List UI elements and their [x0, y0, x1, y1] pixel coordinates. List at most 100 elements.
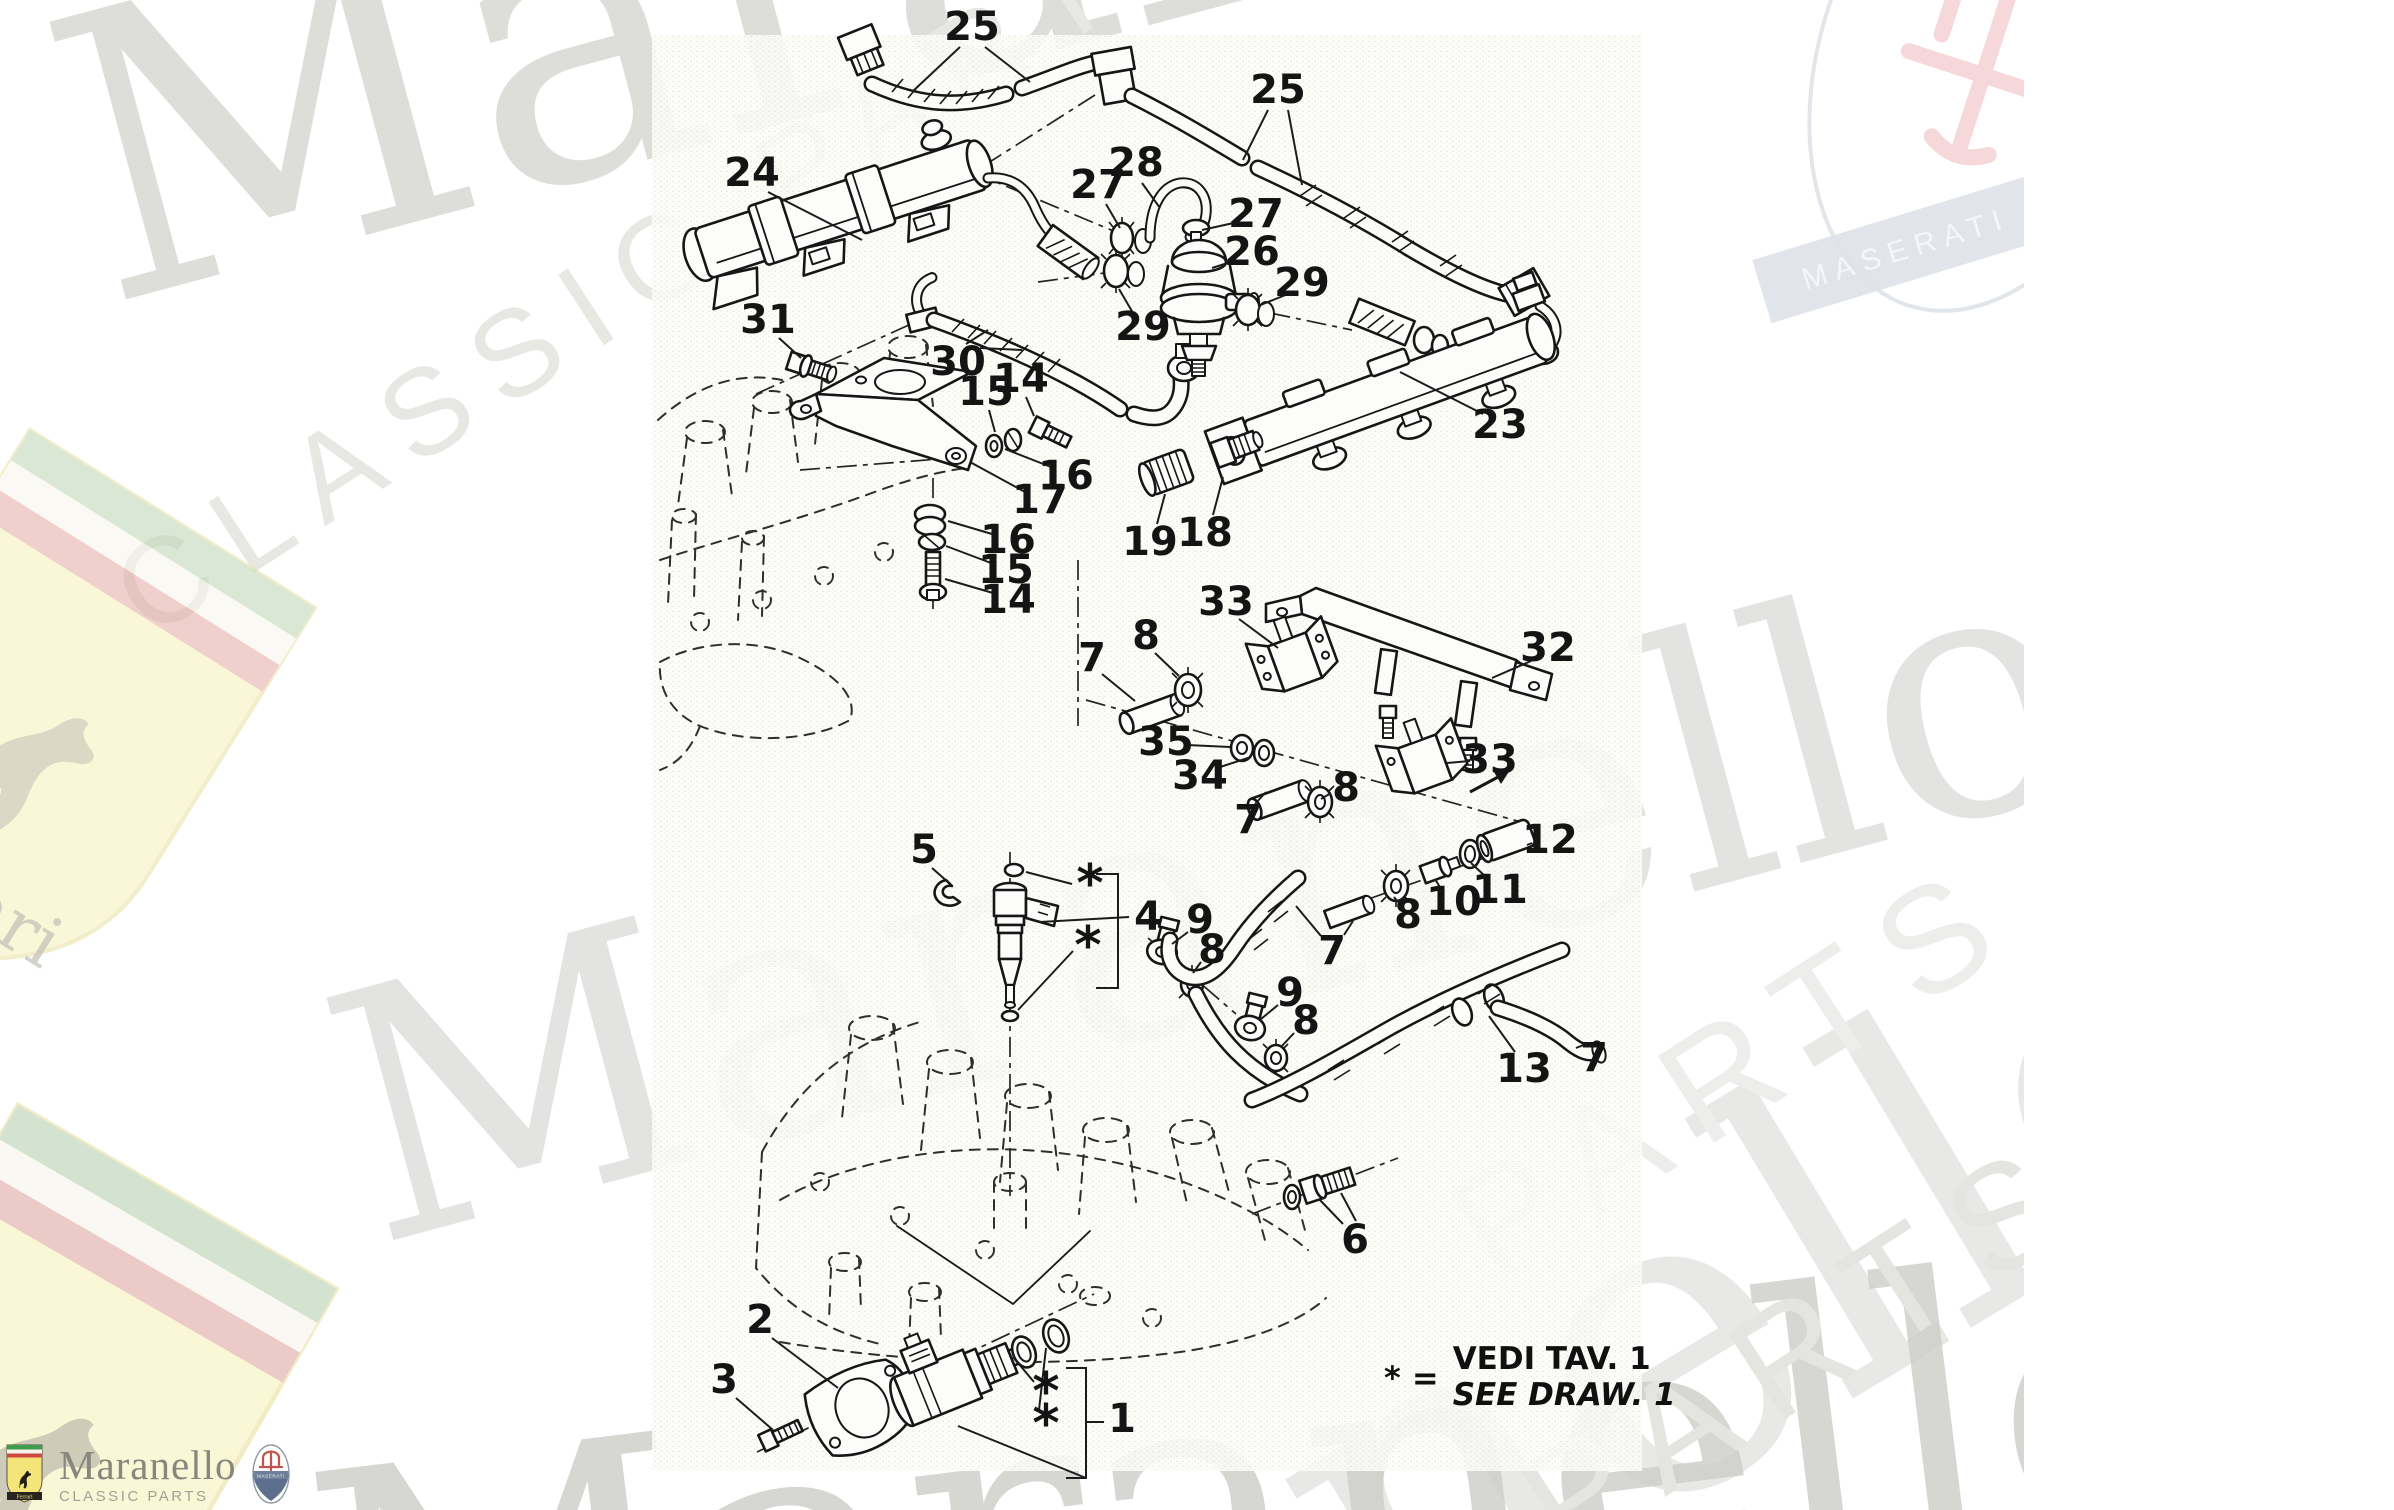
callout-leader: [1171, 931, 1189, 945]
part-callout-35: 35: [1138, 719, 1194, 765]
note-line-italian: VEDI TAV. 1: [1452, 1341, 1651, 1377]
ferrari-shield-watermark-top: Ferrari: [0, 427, 318, 984]
rail-24-feed-pipe: [982, 172, 1100, 281]
callout-leaders: [735, 46, 1587, 1431]
part-callout-33: 33: [1198, 579, 1254, 625]
callout-leader: [1280, 1032, 1295, 1048]
watermark-parts-mid: PARTS: [1421, 824, 2046, 1311]
part-callout-12: 12: [1522, 817, 1578, 863]
part-callout-3: 3: [710, 1357, 738, 1403]
callout-leader: [931, 867, 950, 884]
callout-leader: [1025, 871, 1073, 885]
nut-35: [1229, 733, 1255, 763]
fitting-row: [1322, 770, 1536, 930]
washer-34: [1252, 738, 1276, 768]
sensor-31: [784, 350, 838, 384]
part-callout-5: 5: [910, 827, 938, 873]
part-callout-star: *: [1032, 1362, 1059, 1422]
brand-name: Maranello: [59, 1442, 237, 1488]
callout-leader: [1211, 260, 1235, 269]
vent-hoses: [1160, 869, 1607, 1109]
callout-leader: [911, 46, 961, 93]
part-callout-25: 25: [1250, 67, 1306, 113]
pressure-regulator-26: [1100, 177, 1450, 377]
maserati-watermark-text: MASERATI: [1798, 202, 2013, 296]
fuel-rail-24: [682, 119, 994, 311]
callout-leader: [945, 545, 992, 564]
part-callout-26: 26: [1224, 229, 1280, 275]
callout-leader: [1340, 1192, 1357, 1222]
bolt-3: [756, 1418, 804, 1453]
drawing-panel: [652, 35, 1642, 1471]
callout-leader: [778, 337, 802, 359]
part-callout-31: 31: [740, 297, 796, 343]
callout-leader: [1295, 905, 1322, 937]
part-callout-33: 33: [1462, 737, 1518, 783]
maranello-logo-bar: Ferrari Maranello CLASSIC PARTS MASERATI: [6, 1442, 291, 1505]
fuel-hose-30: [904, 272, 1202, 427]
callout-leader: [1238, 618, 1279, 649]
nut-8b: [1304, 780, 1335, 823]
callout-leader: [1491, 660, 1532, 679]
callout-leader: [771, 1337, 839, 1389]
maserati-logo-text: MASERATI: [258, 1474, 286, 1479]
part-callout-8: 8: [1198, 927, 1226, 973]
injector-4: [992, 881, 1060, 1009]
ferrari-watermark-text: Ferrari: [0, 778, 77, 984]
callout-leader: [1201, 221, 1239, 231]
part-callout-16: 16: [980, 517, 1036, 563]
maranello-wordmark: Maranello CLASSIC PARTS: [59, 1442, 237, 1505]
support-bracket-32: [1264, 586, 1554, 771]
part-callout-32: 32: [1520, 625, 1576, 671]
part-callout-13: 13: [1496, 1046, 1552, 1092]
part-callout-8: 8: [1332, 765, 1360, 811]
callout-leader: [1488, 1015, 1516, 1053]
group-bracket-injector: [1096, 873, 1119, 989]
part-callout-7: 7: [1580, 1035, 1608, 1081]
part-callout-8: 8: [1132, 613, 1160, 659]
callout-leader: [979, 347, 1023, 351]
callout-leader: [947, 520, 993, 535]
part-callout-6: 6: [1341, 1217, 1369, 1263]
lower-manifold-ghost: [754, 1015, 1327, 1364]
reference-note: * = VEDI TAV. 1 SEE DRAW. 1: [1384, 1341, 1676, 1413]
callout-leader: [1101, 673, 1136, 702]
nut-8e: [1262, 1039, 1289, 1077]
watermark-brand-center: Maranello: [292, 475, 2119, 1324]
sleeve-12: [1475, 818, 1536, 864]
part-callout-27: 27: [1070, 162, 1126, 208]
callout-leader: [988, 409, 996, 433]
plug-18: [1208, 429, 1264, 469]
callout-leader: [1318, 1198, 1344, 1225]
callout-leader: [944, 578, 994, 594]
banjo-9b: [1233, 991, 1269, 1042]
callout-leader: [1216, 756, 1252, 769]
part-callout-24: 24: [724, 150, 780, 196]
bracket-17: [788, 356, 978, 472]
washer-29-left: [1100, 249, 1145, 293]
part-callout-8: 8: [1394, 892, 1422, 938]
callout-leader: [1141, 182, 1161, 209]
valve-body-1: [889, 1332, 1030, 1428]
spacer-7b: [1246, 779, 1314, 822]
part-callout-19: 19: [1122, 519, 1178, 565]
fitting-6: [1282, 1166, 1357, 1211]
injector-assembly: [933, 862, 1119, 1229]
cap-27-right: [1181, 218, 1211, 243]
part-callout-15: 15: [978, 547, 1034, 593]
note-line-english: SEE DRAW. 1: [1452, 1376, 1676, 1413]
part-callout-30: 30: [930, 339, 986, 385]
nut-8a: [1171, 667, 1204, 713]
part-callout-7: 7: [1318, 928, 1346, 974]
part-callout-2: 2: [746, 1297, 774, 1343]
callout-leader: [1156, 493, 1166, 525]
fitting-10: [1418, 855, 1462, 885]
part-callout-9: 9: [1186, 897, 1214, 943]
part-callout-7: 7: [1078, 635, 1106, 681]
clamp-8c: [1380, 864, 1411, 907]
callout-leader: [1012, 1356, 1035, 1383]
part-callout-14: 14: [993, 356, 1049, 402]
part-callout-28: 28: [1108, 140, 1164, 186]
